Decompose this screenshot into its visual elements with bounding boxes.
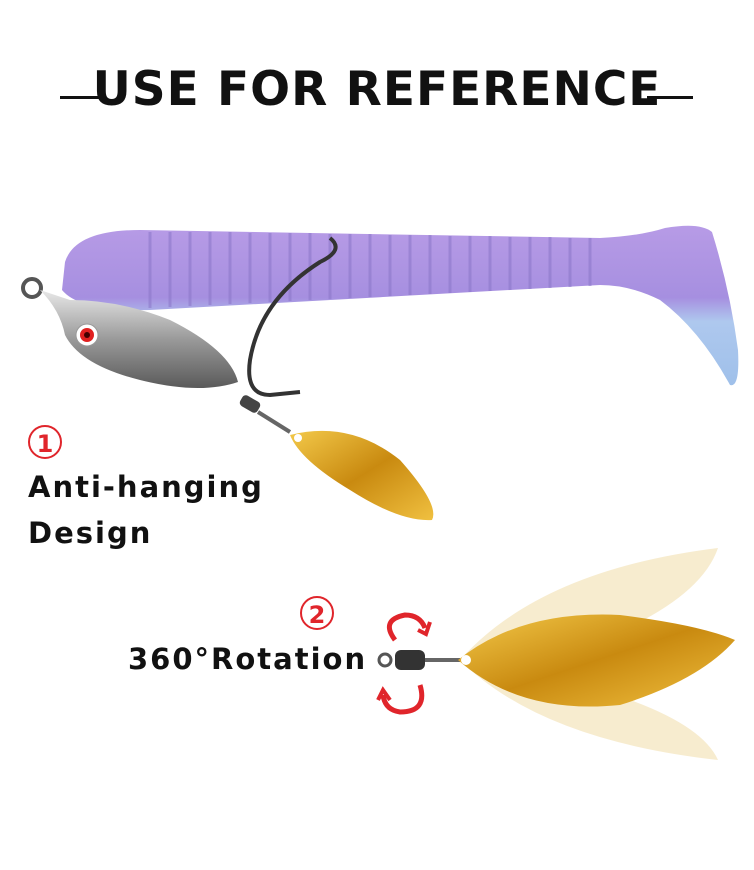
feature-2-line1: 360°Rotation: [128, 642, 368, 676]
rotation-arrows-icon: [376, 612, 432, 715]
title-dash-right: [647, 96, 693, 99]
swimbait-body: [62, 225, 739, 386]
feature-1-line2: Design: [28, 516, 153, 550]
jig-head: [40, 290, 238, 389]
swivel: [239, 395, 292, 434]
swivel-large: [377, 650, 460, 670]
willow-blade-large: [458, 614, 735, 707]
feature-1-line1: Anti-hanging: [28, 470, 264, 504]
feature-number-2: 2: [300, 596, 334, 630]
title-dash-left: [60, 96, 106, 99]
line-tie-ring: [21, 277, 43, 299]
willow-blade: [290, 430, 434, 521]
hook: [247, 236, 338, 398]
page-title: USE FOR REFERENCE: [92, 62, 662, 117]
feature-number-1: 1: [28, 425, 62, 459]
